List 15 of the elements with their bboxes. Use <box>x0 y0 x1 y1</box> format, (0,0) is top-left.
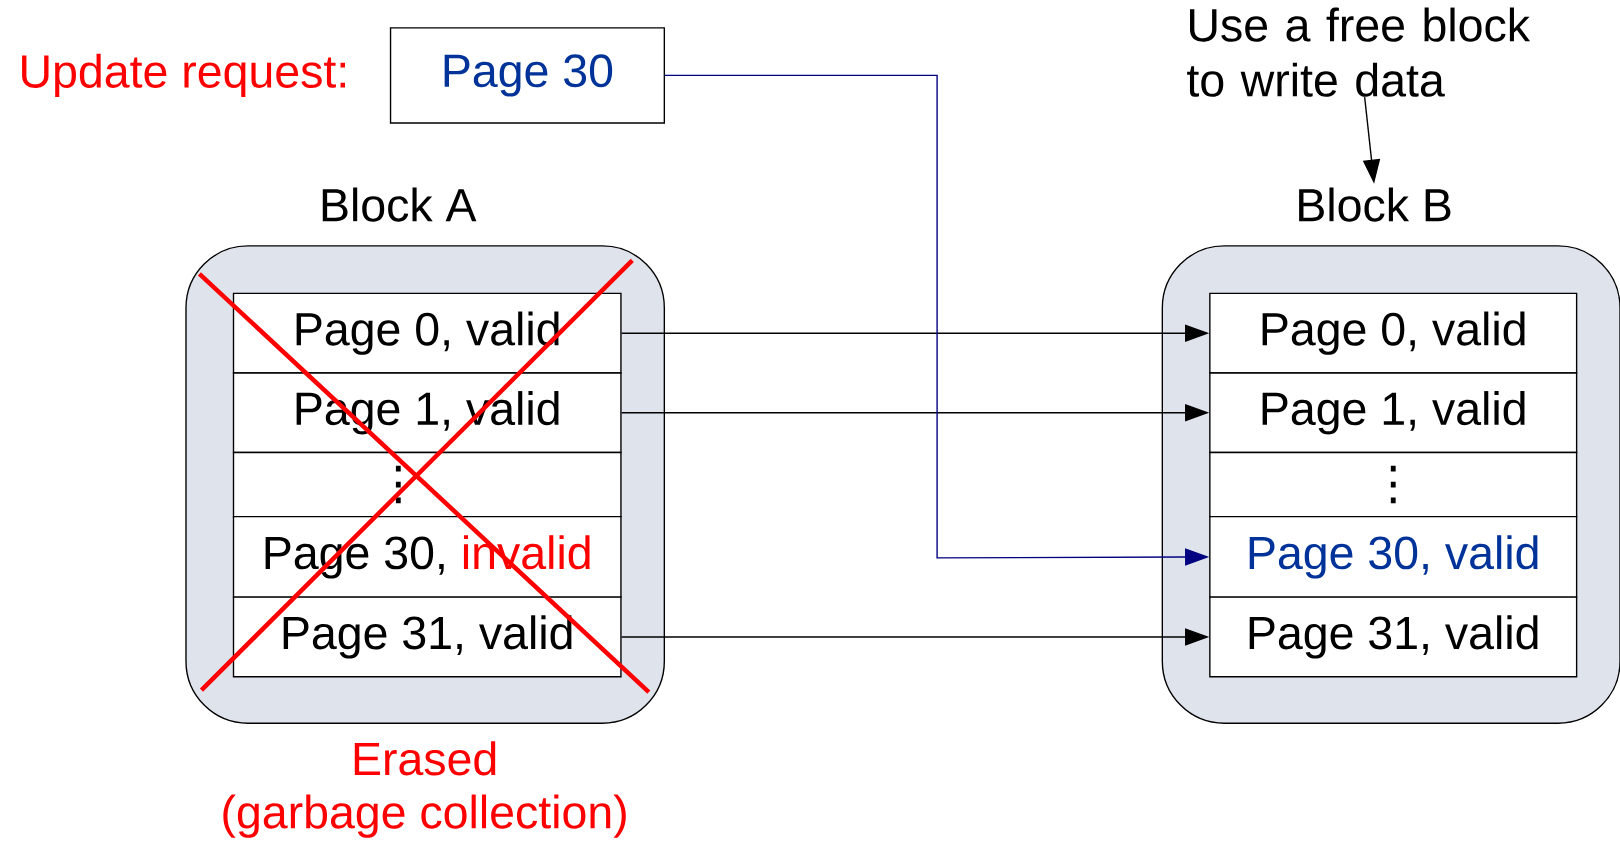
node-label: (garbage collection) <box>223 794 626 838</box>
page-row: Page 0, valid <box>232 292 622 374</box>
node-label: Erased <box>354 741 496 776</box>
page-row: ⋮ <box>232 451 622 518</box>
note-text: Use a free block to write data <box>1187 7 1531 97</box>
page-row: ⋮ <box>1209 451 1578 518</box>
page-row: Page 30, valid <box>1209 515 1578 598</box>
page-row: Page 1, valid <box>1209 372 1578 454</box>
block-heading: Block B <box>1299 187 1451 222</box>
request-label: Update request: <box>22 53 345 98</box>
page-row: Page 31, valid <box>232 596 622 678</box>
request-box: Page 30 <box>389 27 666 124</box>
page-row: Page 31, valid <box>1209 596 1578 678</box>
page-row: Page 0, valid <box>1209 292 1578 374</box>
block-heading: Block A <box>322 187 477 222</box>
